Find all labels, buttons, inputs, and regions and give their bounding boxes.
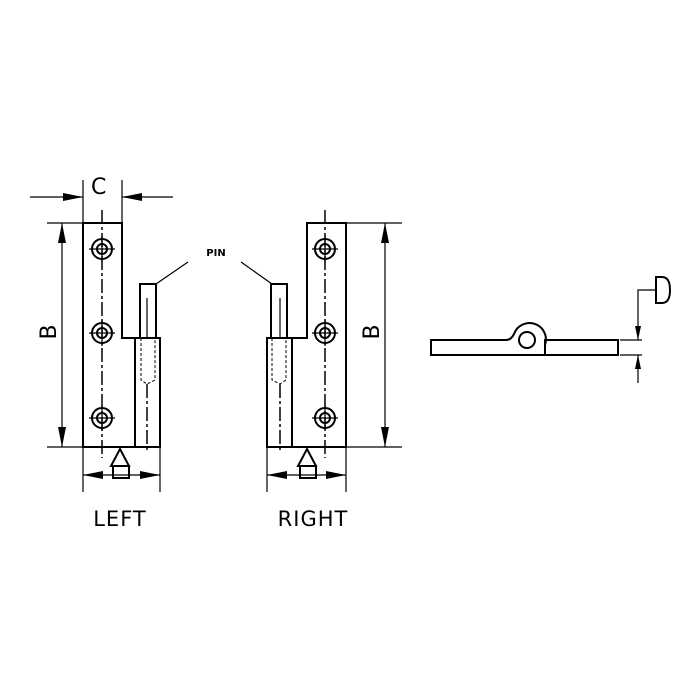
right-pin <box>270 283 288 339</box>
left-pin <box>139 283 157 339</box>
right-pin-hole-hidden <box>271 338 287 385</box>
screw-hole-icon <box>88 319 116 347</box>
dimension-b-label: B <box>37 324 62 339</box>
right-label: RIGHT <box>278 507 349 531</box>
screw-hole-icon <box>88 235 116 263</box>
side-pin-circle <box>518 331 536 349</box>
side-leaf-right <box>544 339 619 356</box>
right-hinge-view: B RIGHT <box>240 210 402 531</box>
left-pin-hole-hidden <box>140 338 156 385</box>
pin-leader-right <box>240 261 273 285</box>
left-hinge-view: C B LEFT <box>30 175 189 531</box>
screw-hole-icon <box>311 319 339 347</box>
screw-hole-icon <box>311 235 339 263</box>
datum-triangle-icon <box>296 446 318 467</box>
left-label: LEFT <box>93 507 147 531</box>
dimension-d-label-glyph <box>655 276 672 304</box>
dimension-b-label-right: B <box>360 324 385 339</box>
dimension-c-label: C <box>91 175 106 200</box>
datum-triangle-icon <box>109 446 131 467</box>
pin-leader-left <box>155 261 189 285</box>
side-view: D <box>430 276 672 383</box>
side-leaf-left <box>430 322 547 356</box>
pin-label: PIN <box>206 248 225 259</box>
screw-hole-icon <box>88 404 116 432</box>
screw-hole-icon <box>311 404 339 432</box>
